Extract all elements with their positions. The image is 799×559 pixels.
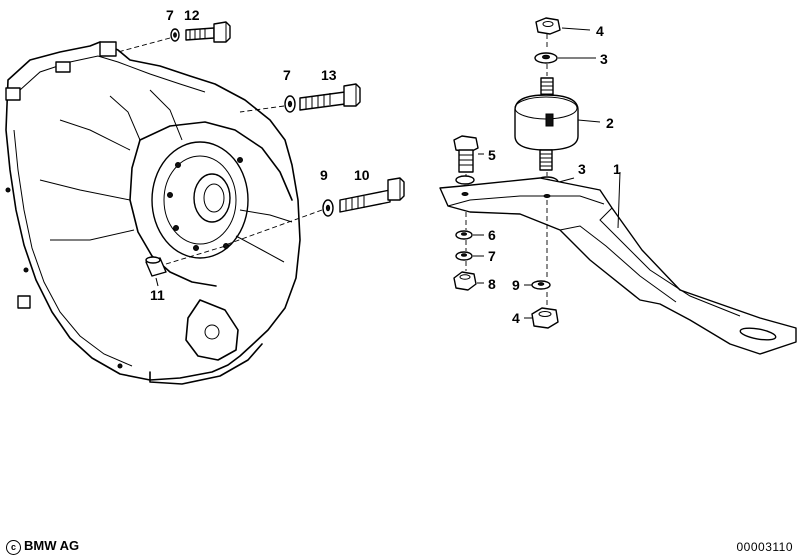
washer-3-top: [534, 52, 558, 64]
pointer-3-mid: [558, 177, 575, 183]
label-7-middle: 7: [283, 67, 291, 83]
washer-9-left: [322, 199, 334, 217]
dowel-sleeve-11: [145, 256, 167, 277]
rubber-mount-2: [514, 77, 579, 171]
pointer-4-top: [561, 27, 591, 31]
leader-lower: [227, 209, 323, 245]
bolt-13: [299, 83, 361, 111]
label-11: 11: [150, 287, 165, 303]
copyright-icon: c: [6, 540, 21, 555]
label-8: 8: [488, 276, 496, 292]
label-4-top: 4: [596, 23, 604, 39]
washer-7-top: [170, 28, 180, 42]
pointer-2: [577, 119, 601, 123]
nut-4-top: [535, 17, 561, 35]
bolt-5: [453, 135, 479, 173]
bolt-10: [339, 177, 405, 213]
nut-4-bottom: [531, 307, 559, 329]
transmission-housing: [5, 41, 301, 385]
nut-8: [453, 271, 477, 291]
label-3-top: 3: [600, 51, 608, 67]
label-6: 6: [488, 227, 496, 243]
brand-name: BMW AG: [24, 538, 80, 553]
leader-top: [117, 37, 171, 53]
washer-under-bolt-5: [455, 175, 475, 185]
label-7-top: 7: [166, 7, 174, 23]
label-5: 5: [488, 147, 496, 163]
label-9-left: 9: [320, 167, 328, 183]
document-number: 00003110: [736, 540, 793, 554]
label-1: 1: [613, 161, 621, 177]
washer-9-right: [531, 280, 551, 290]
label-13: 13: [321, 67, 337, 83]
label-2: 2: [606, 115, 614, 131]
bolt-12: [185, 21, 231, 43]
mounting-bracket-1: [439, 177, 797, 355]
leader-middle: [239, 105, 285, 113]
label-3-middle: 3: [578, 161, 586, 177]
label-4-bottom: 4: [512, 310, 520, 326]
leader-dowel: [165, 243, 233, 265]
label-9-right: 9: [512, 277, 520, 293]
washer-7-middle: [284, 95, 296, 113]
washer-7-lower: [455, 251, 473, 261]
label-10: 10: [354, 167, 370, 183]
label-7-lower: 7: [488, 248, 496, 264]
washer-6: [455, 230, 473, 240]
pointer-1: [617, 171, 621, 229]
leader-11: [155, 277, 159, 287]
label-12: 12: [184, 7, 200, 23]
